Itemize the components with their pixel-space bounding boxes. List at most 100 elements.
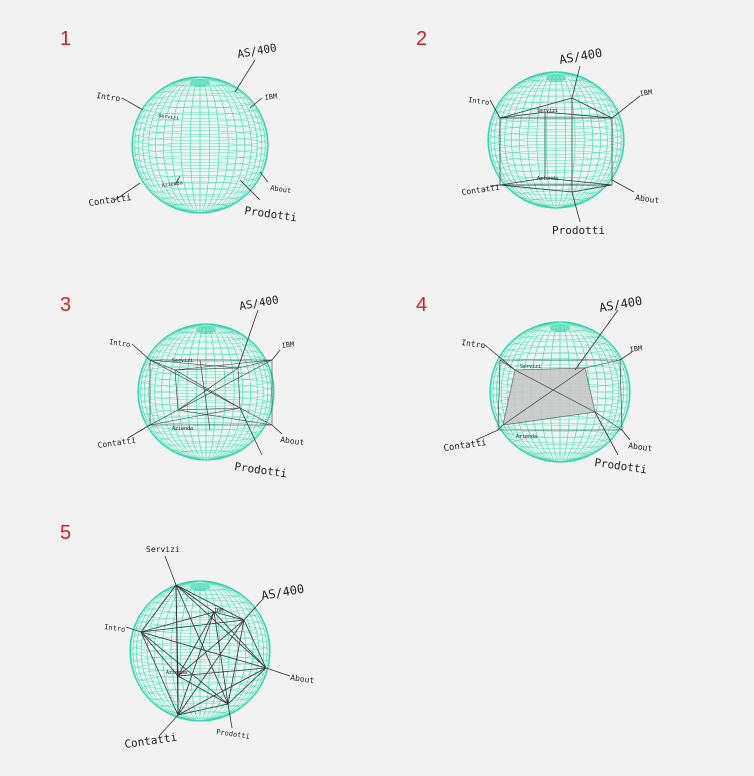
connector-line: [499, 177, 546, 186]
connector-line: [177, 667, 267, 677]
connector-line: [177, 619, 245, 677]
panel-number: 5: [60, 522, 72, 544]
label-about: About: [290, 673, 315, 685]
connector-line: [621, 429, 631, 441]
connector-line: [177, 367, 239, 411]
connector-line: [177, 409, 273, 426]
connector-line: [499, 111, 546, 119]
connector-line: [175, 584, 245, 621]
label-azienda: Azienda: [537, 176, 558, 182]
connector-line: [213, 611, 245, 621]
connector-line: [594, 411, 623, 431]
connector-line: [265, 667, 291, 677]
connector-line: [239, 407, 273, 426]
label-intro: Intro: [109, 338, 131, 349]
connector-line: [213, 611, 267, 669]
connector-line: [127, 424, 151, 439]
label-intro: Intro: [461, 338, 486, 350]
label-intro: Intro: [96, 91, 121, 103]
connector-line: [174, 359, 273, 371]
connector-line: [177, 703, 229, 716]
connector-line: [149, 407, 241, 426]
connector-line: [227, 667, 267, 705]
panel-number: 3: [60, 294, 72, 316]
label-servizi: Servizi: [537, 108, 558, 114]
connector-line: [125, 626, 142, 633]
connector-line: [227, 619, 245, 705]
connector-line: [159, 714, 179, 736]
connector-line: [544, 177, 613, 186]
connector-line: [175, 584, 215, 613]
label-azienda: Azienda: [161, 180, 183, 189]
connector-line: [239, 407, 263, 456]
connector-line: [489, 99, 501, 119]
connector-line: [237, 309, 259, 369]
label-ibm: IBM: [629, 344, 643, 354]
connector-line: [619, 351, 633, 361]
connector-line: [149, 359, 241, 409]
connector-line: [177, 611, 215, 716]
connector-line: [114, 182, 141, 201]
connector-line: [611, 179, 635, 193]
connector-line: [199, 359, 211, 431]
wireframe-sphere: [487, 71, 625, 209]
connector-line: [140, 631, 179, 716]
connector-line: [177, 675, 229, 705]
connector-line: [571, 191, 581, 223]
connector-line: [149, 409, 179, 426]
label-ibm: IBM: [639, 88, 653, 98]
connector-line: [140, 631, 179, 677]
connector-line: [271, 349, 281, 361]
connector-line: [594, 411, 619, 456]
panel-number: 4: [416, 294, 428, 316]
connector-line: [121, 97, 144, 111]
label-servizi: Servizi: [158, 113, 180, 122]
connector-line: [619, 359, 623, 431]
connector-line: [177, 611, 215, 677]
connector-line: [177, 619, 245, 716]
label-intro: Intro: [104, 623, 126, 634]
connector-line: [499, 184, 573, 193]
connector-line: [239, 179, 261, 201]
label-azienda: Azienda: [166, 670, 187, 676]
label-intro: Intro: [468, 96, 490, 107]
label-azienda: Azienda: [516, 434, 537, 440]
panel-number: 2: [416, 28, 428, 50]
connector-line: [475, 429, 499, 441]
connector-line: [237, 359, 273, 369]
connector-line: [271, 424, 283, 435]
connector-line: [237, 367, 241, 409]
connector-line: [571, 65, 581, 99]
connector-line: [149, 359, 239, 369]
label-about: About: [628, 441, 653, 453]
connector-line: [140, 619, 245, 633]
label-about: About: [280, 435, 305, 447]
connector-line: [164, 555, 177, 586]
connector-line: [544, 111, 613, 119]
label-servizi: Servizi: [146, 545, 180, 554]
connector-line: [175, 584, 229, 705]
connector-line: [243, 599, 263, 621]
connector-line: [174, 369, 179, 411]
connector-line: [584, 359, 621, 369]
connector-line: [574, 309, 619, 371]
label-ibm: IBM: [264, 92, 278, 102]
connector-line: [484, 344, 516, 371]
wireframe-sphere: [137, 323, 275, 461]
connector-line: [497, 359, 501, 431]
connector-line: [571, 97, 613, 119]
label-servizi: Servizi: [172, 358, 193, 364]
connector-line: [611, 95, 641, 119]
label-ibm: IBM: [214, 608, 223, 614]
wireframe-sphere: [131, 76, 269, 214]
connector-line: [571, 184, 613, 193]
connector-line: [140, 611, 215, 633]
connector-line: [234, 59, 256, 93]
label-prodotti: Prodotti: [216, 728, 251, 741]
connector-line: [140, 584, 177, 633]
label-servizi: Servizi: [520, 364, 541, 370]
